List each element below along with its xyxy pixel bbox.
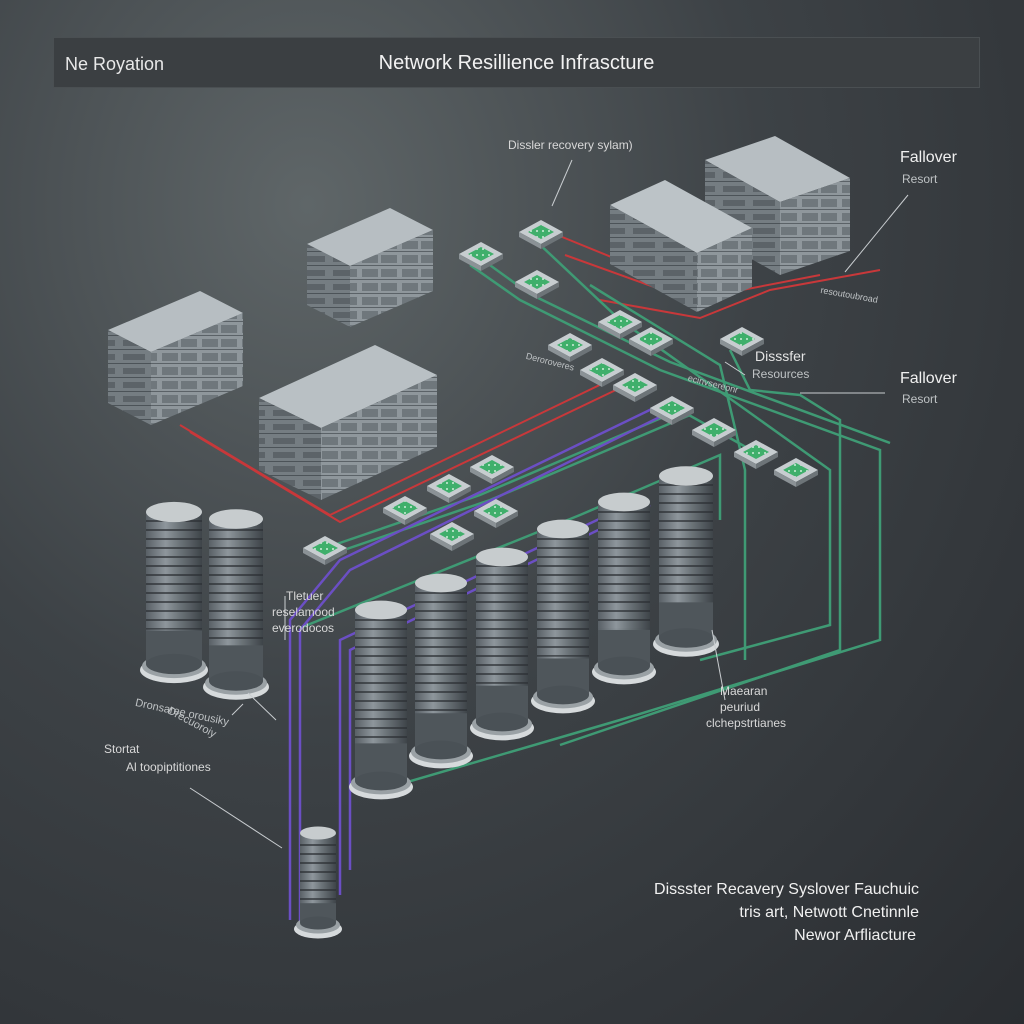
network-node-icon — [430, 522, 474, 551]
network-node-icon — [548, 333, 592, 362]
label-stortat-1: Stortat — [104, 742, 140, 756]
network-node-icon — [459, 242, 503, 271]
server-rack-left — [108, 291, 243, 425]
label-failover-top: Fallover — [900, 149, 957, 166]
storage-cylinder — [653, 466, 719, 657]
server-rack-top-left — [307, 208, 433, 327]
storage-cylinder — [203, 509, 269, 700]
storage-cylinder — [140, 501, 208, 684]
label-disaster-1: Disssfer — [755, 348, 806, 364]
network-node-icon — [580, 358, 624, 387]
network-node-icon — [629, 327, 673, 356]
label-failover-mid-sub: Resort — [902, 392, 938, 406]
network-node-icon — [692, 418, 736, 447]
network-node-icon — [515, 270, 559, 299]
network-node-icon — [734, 440, 778, 469]
footer-line-1: Dissster Recavery Syslover Fauchuic — [654, 881, 919, 898]
footer-line-2: tris art, Netwott Cnetinnle — [739, 904, 919, 921]
storage-cylinder — [531, 519, 595, 714]
label-tietuer-1: Tletuer — [286, 589, 324, 603]
storage-cylinder — [470, 547, 534, 741]
header-left-label: Ne Royation — [65, 54, 165, 74]
label-stortat-2: Al toopiptitiones — [126, 760, 211, 774]
storage-cylinder — [592, 492, 656, 685]
network-nodes — [303, 220, 818, 565]
network-node-icon — [519, 220, 563, 249]
label-maearan-1: Maearan — [720, 684, 768, 698]
label-maearan-2: peuriud — [720, 700, 761, 714]
label-tietuer-3: everodocos — [272, 621, 335, 635]
network-node-icon — [598, 310, 642, 339]
network-node-icon — [613, 373, 657, 402]
label-maearan-3: clchepstrtianes — [706, 716, 787, 730]
network-node-icon — [720, 327, 764, 356]
label-failover-top-sub: Resort — [902, 172, 938, 186]
storage-cylinder — [409, 573, 473, 769]
footer-line-3: Newor Arfliacture — [794, 927, 916, 944]
server-rack-center — [259, 345, 437, 500]
annotation-lines — [189, 159, 909, 849]
header-bar: Ne Royation Network Resillience Infrasct… — [53, 37, 980, 88]
label-disaster-resources: Resources — [752, 367, 810, 381]
server-rack-back-right — [705, 136, 850, 275]
storage-cylinder — [294, 826, 342, 939]
storage-cylinders — [140, 466, 719, 939]
page-title: Network Resillience Infrascture — [378, 52, 655, 74]
network-node-icon — [650, 396, 694, 425]
storage-cylinder — [349, 600, 413, 800]
label-failover-mid: Fallover — [900, 370, 957, 387]
network-node-icon — [474, 499, 518, 528]
green-links — [299, 239, 891, 792]
label-tietuer-2: reselamood — [272, 605, 335, 619]
network-node-icon — [303, 536, 347, 565]
network-node-icon — [774, 458, 818, 487]
label-disaster-recovery-system: Dissler recovery sylam) — [508, 138, 633, 152]
network-node-icon — [427, 474, 471, 503]
network-node-icon — [470, 455, 514, 484]
network-node-icon — [383, 496, 427, 525]
server-rack-right — [610, 180, 752, 312]
